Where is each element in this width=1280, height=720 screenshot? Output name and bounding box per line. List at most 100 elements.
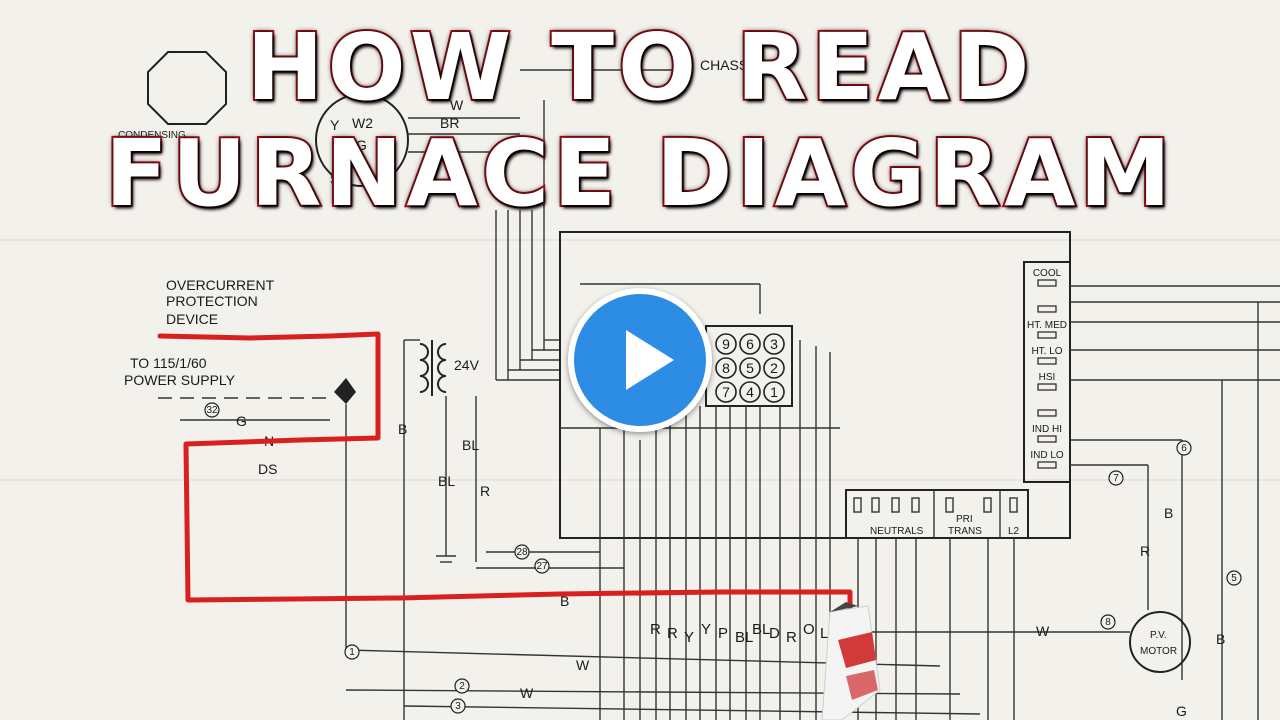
speed-taps: COOL HT. MED HT. LO HSI IND HI IND LO bbox=[1027, 268, 1067, 469]
plug-pin-number: 2 bbox=[770, 360, 778, 376]
circle-marker-number: 27 bbox=[536, 561, 548, 572]
plug-pin: 1 bbox=[763, 381, 785, 403]
plug-pin-number: 4 bbox=[746, 384, 754, 400]
plug-pin-number: 8 bbox=[722, 360, 730, 376]
power-supply-label: POWER SUPPLY bbox=[124, 372, 236, 388]
condensing-unit-symbol bbox=[147, 51, 227, 125]
plug-pin: 3 bbox=[763, 333, 785, 355]
speed-tap: COOL bbox=[1033, 268, 1062, 287]
circle-marker: 2 bbox=[454, 678, 470, 694]
terminal-strip bbox=[845, 489, 1029, 539]
device-label: DEVICE bbox=[166, 311, 218, 327]
thermostat-symbol bbox=[315, 93, 409, 187]
pri-label: PRI bbox=[956, 514, 973, 525]
circle-marker-number: 5 bbox=[1231, 573, 1237, 584]
wire-code: L bbox=[820, 625, 828, 642]
play-button[interactable] bbox=[568, 288, 712, 432]
disconnect-switch bbox=[334, 378, 356, 404]
wire-bl-top: BL bbox=[462, 437, 479, 453]
speed-tap-label: HSI bbox=[1039, 372, 1056, 383]
circle-marker-number: 3 bbox=[455, 701, 461, 712]
speed-tap-block bbox=[1023, 261, 1071, 483]
speed-tap bbox=[1037, 409, 1057, 417]
thermostat-c-label: C bbox=[446, 135, 456, 151]
wire-b-far: B bbox=[1216, 631, 1225, 647]
speed-tap-wires bbox=[1070, 285, 1280, 720]
plug-pin: 7 bbox=[715, 381, 737, 403]
circle-marker: 5 bbox=[1226, 570, 1242, 586]
thermostat-harness bbox=[495, 100, 560, 381]
neutrals-label: NEUTRALS bbox=[870, 526, 924, 537]
speed-tap-label: HT. MED bbox=[1027, 320, 1067, 331]
wire-r-right: R bbox=[1140, 543, 1150, 559]
wire-bl-low: BL bbox=[438, 473, 455, 489]
circle-marker: 28 bbox=[514, 544, 530, 560]
to-supply-label: TO 115/1/60 bbox=[130, 355, 207, 371]
thermostat-w-label: W bbox=[450, 97, 464, 113]
thermostat-s-label: S bbox=[330, 171, 339, 187]
plug-pin: 9 bbox=[715, 333, 737, 355]
wire-w-low: W bbox=[520, 685, 534, 701]
thermostat-br-label: BR bbox=[440, 115, 459, 131]
24v-label: 24V bbox=[454, 357, 480, 373]
speed-tap-label: HT. LO bbox=[1031, 346, 1062, 357]
bottom-wires bbox=[345, 649, 981, 715]
l2-label: L2 bbox=[1008, 526, 1020, 537]
speed-tap-label: IND LO bbox=[1030, 450, 1064, 461]
wire-code: P bbox=[718, 625, 728, 642]
motor-pv-label: P.V. bbox=[1150, 630, 1167, 641]
wire-code: BL bbox=[752, 621, 770, 638]
wire-code: BL bbox=[735, 629, 753, 646]
wire-code: R bbox=[667, 625, 678, 642]
wire-code: Y bbox=[701, 621, 711, 638]
highlighted-power-trace bbox=[157, 331, 853, 611]
speed-tap: HT. MED bbox=[1027, 320, 1067, 339]
plug-pin: 8 bbox=[715, 357, 737, 379]
overcurrent-label: OVERCURRENT bbox=[166, 277, 275, 293]
motor-label: MOTOR bbox=[1140, 646, 1177, 657]
speed-tap: IND LO bbox=[1030, 450, 1064, 469]
circle-marker-number: 8 bbox=[1105, 617, 1111, 628]
speed-tap bbox=[1037, 305, 1057, 313]
plug-pin-number: 9 bbox=[722, 336, 730, 352]
condensing-label: CONDENSING bbox=[118, 130, 186, 141]
speed-tap: IND HI bbox=[1032, 424, 1062, 443]
plug-pin: 4 bbox=[739, 381, 761, 403]
wire-b-left: B bbox=[398, 421, 407, 437]
speed-tap: HSI bbox=[1037, 372, 1057, 391]
ground-label: G bbox=[236, 413, 247, 429]
title-line-2: FURNACE DIAGRAM bbox=[103, 120, 1175, 227]
title-line-1: HOW TO READ bbox=[245, 14, 1034, 121]
wire-code: R bbox=[786, 629, 797, 646]
wire-b-bottom: B bbox=[560, 593, 569, 609]
terminal-slots bbox=[853, 497, 1018, 513]
wire-g-bottom: G bbox=[1176, 703, 1187, 719]
circle-marker-number: 6 bbox=[1181, 443, 1187, 454]
wire-code: D bbox=[769, 625, 780, 642]
terminal-drops bbox=[857, 538, 1015, 720]
circle-marker: 27 bbox=[534, 558, 550, 574]
circle-marker: 1 bbox=[344, 644, 360, 660]
speed-tap-label: IND HI bbox=[1032, 424, 1062, 435]
circle-marker: 7 bbox=[1108, 470, 1124, 486]
speed-tap: HT. LO bbox=[1031, 346, 1063, 365]
plug-pin: 6 bbox=[739, 333, 761, 355]
protection-label: PROTECTION bbox=[166, 293, 258, 309]
ds-label: DS bbox=[258, 461, 277, 477]
circle-marker-number: 28 bbox=[516, 547, 528, 558]
circle-marker: 6 bbox=[1176, 440, 1192, 456]
wire-b-right: B bbox=[1164, 505, 1173, 521]
circle-marker: 3 bbox=[450, 698, 466, 714]
plug-pin-number: 1 bbox=[770, 384, 778, 400]
wire-w-right: W bbox=[1036, 623, 1050, 639]
circle-marker-number: 1 bbox=[349, 647, 355, 658]
transformer bbox=[419, 340, 447, 396]
pv-motor bbox=[1129, 611, 1191, 673]
plug-pin: 5 bbox=[739, 357, 761, 379]
wire-r-mid: R bbox=[480, 483, 490, 499]
circle-marker: 8 bbox=[1100, 614, 1116, 630]
